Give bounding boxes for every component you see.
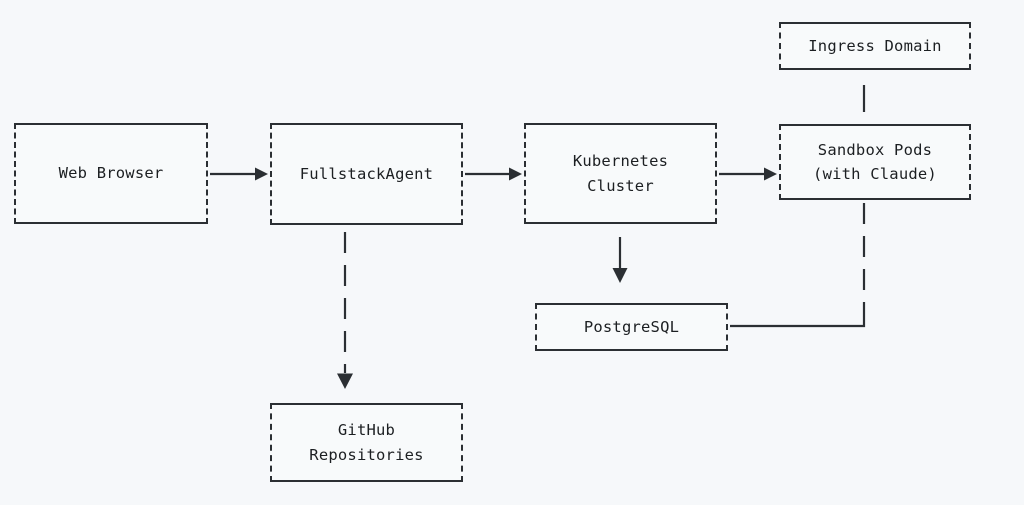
edge-cluster-to-postgres-arrowhead: [612, 268, 628, 283]
node-ingress-domain-label: Ingress Domain: [808, 36, 942, 55]
node-fullstack-agent-label: FullstackAgent: [299, 164, 434, 183]
edge-sandbox-to-postgres: [730, 203, 866, 328]
edge-agent-to-cluster: [465, 167, 522, 181]
edge-cluster-to-sandbox-arrowhead: [764, 167, 777, 181]
node-fullstack-agent[interactable]: FullstackAgent: [270, 123, 463, 225]
node-kubernetes-cluster-label: Kubernetes Cluster: [572, 152, 669, 195]
edge-agent-to-github-arrowhead: [337, 373, 353, 389]
node-kubernetes-cluster[interactable]: Kubernetes Cluster: [524, 123, 717, 224]
edge-browser-to-agent-arrowhead: [255, 167, 268, 181]
node-postgresql[interactable]: PostgreSQL: [535, 303, 728, 351]
edge-cluster-to-postgres: [612, 237, 628, 283]
node-web-browser[interactable]: Web Browser: [14, 123, 208, 224]
node-github-repositories[interactable]: GitHub Repositories: [270, 403, 463, 482]
node-postgresql-label: PostgreSQL: [583, 317, 680, 336]
edge-agent-to-cluster-arrowhead: [509, 167, 522, 181]
edge-cluster-to-sandbox: [719, 167, 777, 181]
edge-sandbox-to-postgres-solid-segment: [730, 320, 866, 328]
node-github-repositories-label: GitHub Repositories: [309, 421, 424, 464]
edge-agent-to-github: [337, 232, 353, 389]
node-ingress-domain[interactable]: Ingress Domain: [779, 22, 971, 70]
node-web-browser-label: Web Browser: [58, 164, 164, 183]
edge-browser-to-agent: [210, 167, 268, 181]
node-sandbox-pods-label: Sandbox Pods (with Claude): [813, 140, 937, 183]
node-sandbox-pods[interactable]: Sandbox Pods (with Claude): [779, 124, 971, 200]
